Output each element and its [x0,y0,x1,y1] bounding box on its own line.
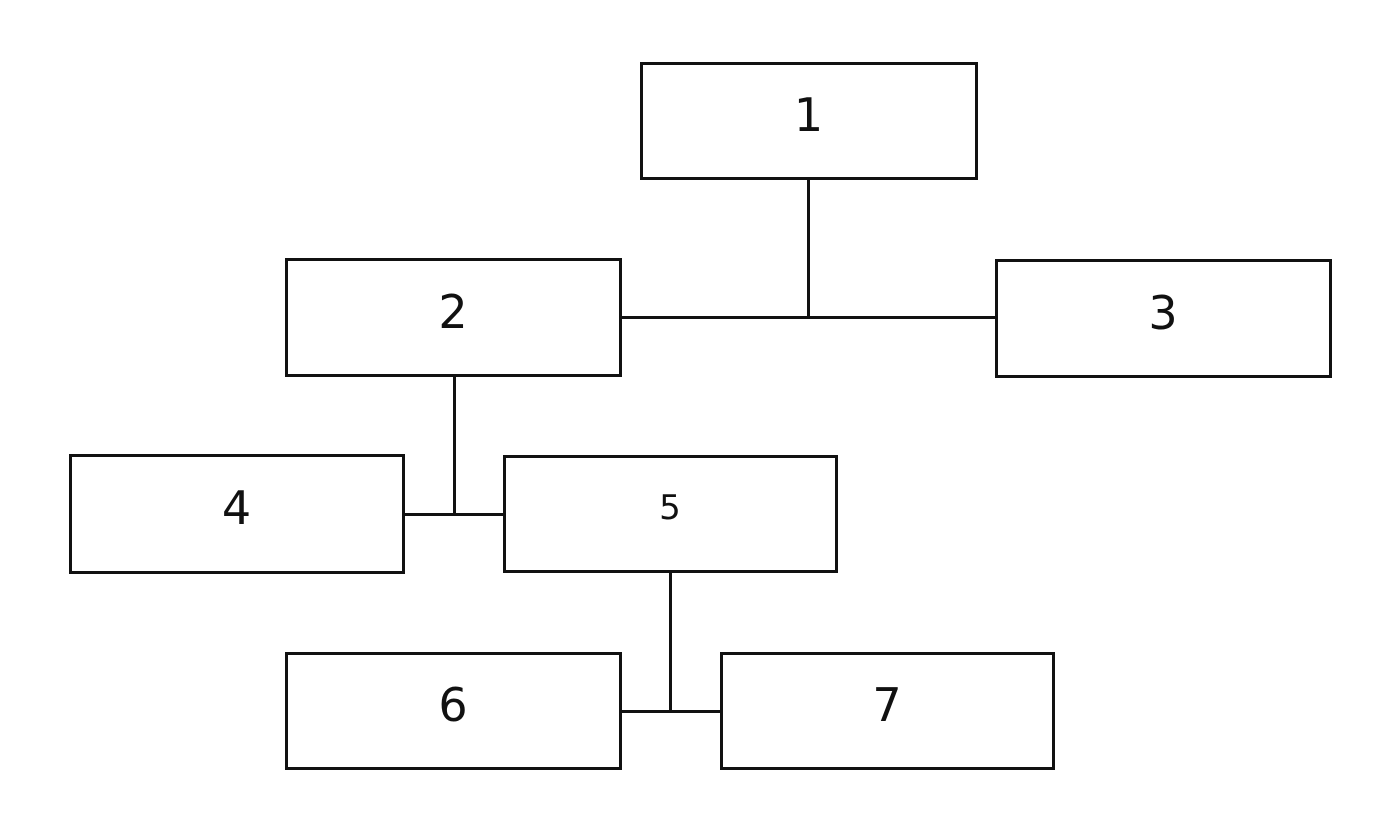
edge-node1-to-junction23 [807,180,810,319]
edge-node2-node3 [620,316,997,319]
node-4-label: 4 [221,481,253,535]
edge-node5-to-junction67 [669,573,672,713]
diagram-node-3: 3 [995,259,1332,378]
diagram-node-5: 5 [503,455,838,573]
node-6-label: 6 [438,678,469,732]
diagram-node-6: 6 [285,652,622,770]
node-5-label: 5 [659,488,682,528]
diagram-node-1: 1 [640,62,978,180]
edge-node2-to-junction45 [453,377,456,516]
diagram-node-4: 4 [69,454,405,574]
node-7-label: 7 [872,678,903,732]
node-2-label: 2 [438,284,469,339]
node-1-label: 1 [793,88,825,142]
edge-node4-node5 [403,513,505,516]
diagram-node-2: 2 [285,258,622,377]
edge-node6-node7 [620,710,722,713]
diagram-node-7: 7 [720,652,1055,770]
node-3-label: 3 [1148,285,1179,340]
